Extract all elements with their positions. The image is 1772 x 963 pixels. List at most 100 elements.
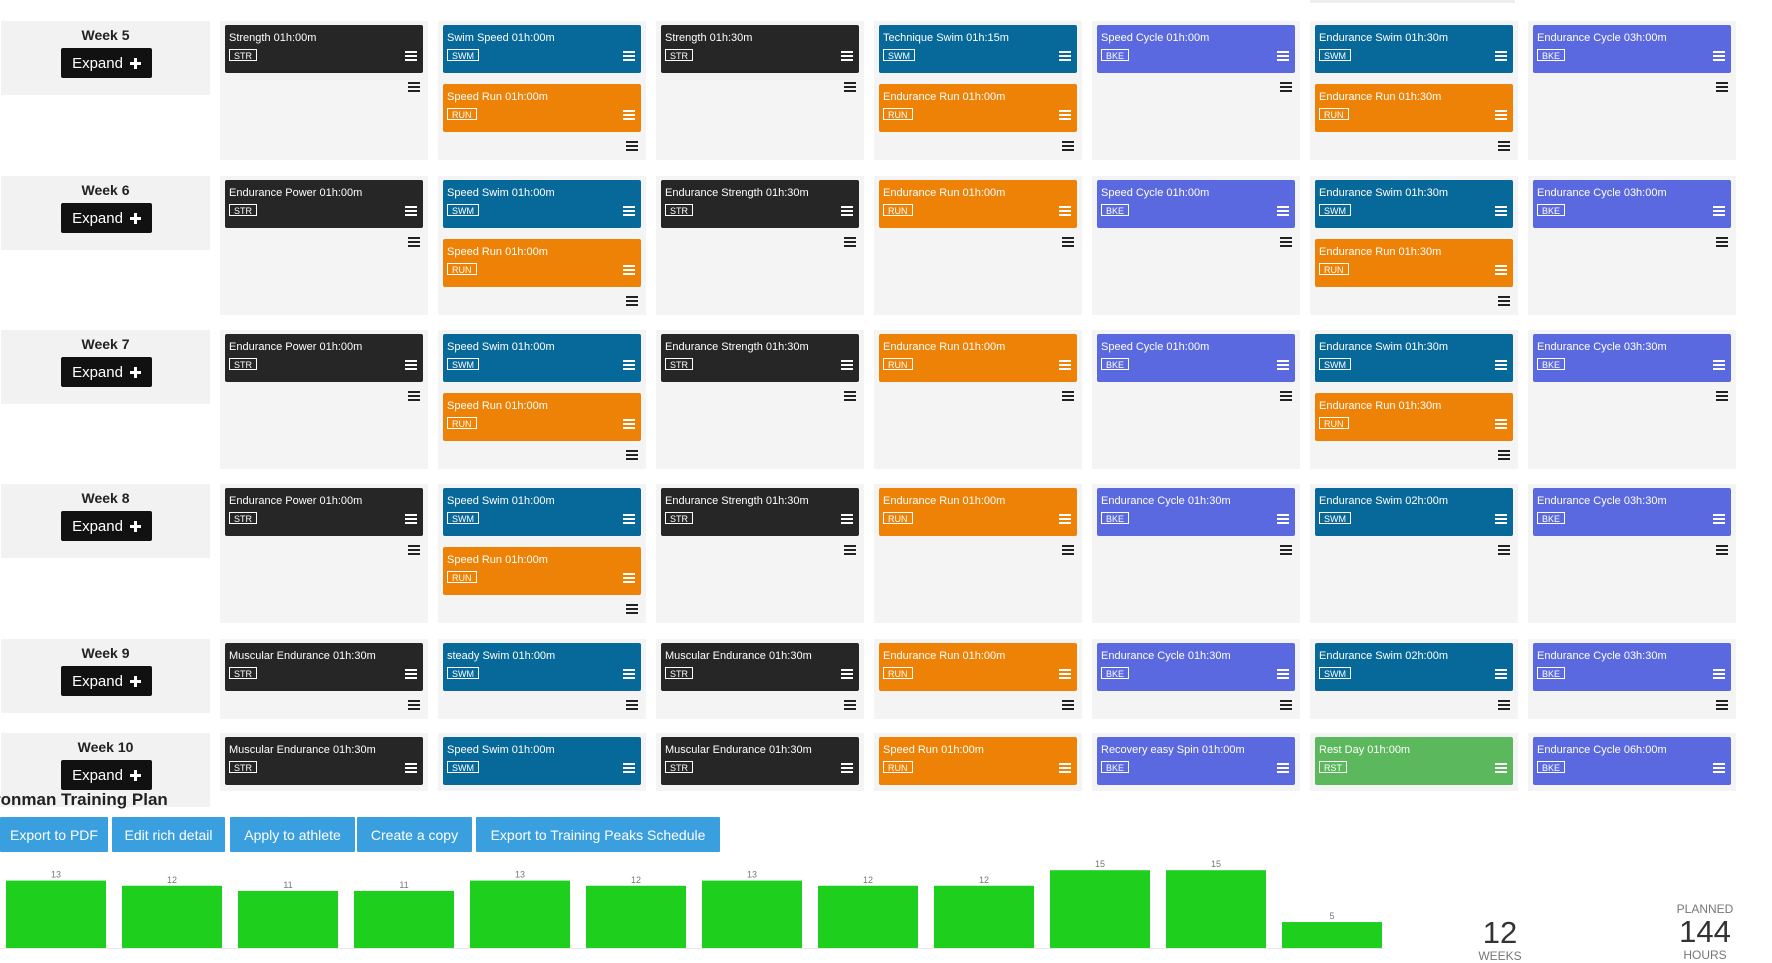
day-menu-icon[interactable] [1062, 391, 1074, 401]
day-menu-icon[interactable] [1716, 237, 1728, 247]
expand-button[interactable]: Expand [61, 357, 152, 387]
hamburger-menu-icon[interactable] [841, 514, 853, 524]
hamburger-menu-icon[interactable] [405, 763, 417, 773]
hamburger-menu-icon[interactable] [1059, 669, 1071, 679]
hamburger-menu-icon[interactable] [1713, 360, 1725, 370]
day-menu-icon[interactable] [626, 141, 638, 151]
hamburger-menu-icon[interactable] [1277, 763, 1289, 773]
hamburger-menu-icon[interactable] [1495, 514, 1507, 524]
hamburger-menu-icon[interactable] [841, 51, 853, 61]
day-menu-icon[interactable] [1062, 141, 1074, 151]
hamburger-menu-icon[interactable] [1495, 51, 1507, 61]
hamburger-menu-icon[interactable] [1059, 51, 1071, 61]
hamburger-menu-icon[interactable] [405, 360, 417, 370]
day-menu-icon[interactable] [1498, 700, 1510, 710]
expand-button[interactable]: Expand [61, 666, 152, 696]
day-menu-icon[interactable] [844, 237, 856, 247]
edit-rich-detail-button[interactable]: Edit rich detail [112, 817, 225, 852]
day-menu-icon[interactable] [1062, 545, 1074, 555]
export-pdf-button[interactable]: Export to PDF [0, 817, 108, 852]
day-menu-icon[interactable] [844, 545, 856, 555]
hamburger-menu-icon[interactable] [1713, 206, 1725, 216]
day-menu-icon[interactable] [844, 700, 856, 710]
day-menu-icon[interactable] [1716, 545, 1728, 555]
day-menu-icon[interactable] [408, 545, 420, 555]
hamburger-menu-icon[interactable] [1059, 360, 1071, 370]
hamburger-menu-icon[interactable] [1059, 763, 1071, 773]
day-menu-icon[interactable] [1498, 450, 1510, 460]
day-menu-icon[interactable] [408, 237, 420, 247]
day-menu-icon[interactable] [626, 450, 638, 460]
hamburger-menu-icon[interactable] [623, 206, 635, 216]
hamburger-menu-icon[interactable] [1277, 51, 1289, 61]
day-menu-icon[interactable] [626, 700, 638, 710]
day-menu-icon[interactable] [1716, 700, 1728, 710]
expand-button[interactable]: Expand [61, 48, 152, 78]
hamburger-menu-icon[interactable] [623, 573, 635, 583]
hamburger-menu-icon[interactable] [841, 360, 853, 370]
day-menu-icon[interactable] [1716, 82, 1728, 92]
expand-button[interactable]: Expand [61, 511, 152, 541]
create-copy-button[interactable]: Create a copy [357, 817, 472, 852]
hamburger-menu-icon[interactable] [1495, 265, 1507, 275]
export-training-peaks-button[interactable]: Export to Training Peaks Schedule [476, 817, 720, 852]
hamburger-menu-icon[interactable] [1059, 514, 1071, 524]
day-menu-icon[interactable] [626, 296, 638, 306]
day-menu-icon[interactable] [1062, 700, 1074, 710]
hamburger-menu-icon[interactable] [1495, 110, 1507, 120]
hamburger-menu-icon[interactable] [1059, 206, 1071, 216]
hamburger-menu-icon[interactable] [1495, 360, 1507, 370]
hamburger-menu-icon[interactable] [405, 206, 417, 216]
hamburger-menu-icon[interactable] [1713, 763, 1725, 773]
hamburger-menu-icon[interactable] [841, 206, 853, 216]
day-menu-icon[interactable] [408, 82, 420, 92]
hamburger-menu-icon[interactable] [405, 514, 417, 524]
hamburger-menu-icon[interactable] [1277, 669, 1289, 679]
hamburger-menu-icon[interactable] [623, 110, 635, 120]
expand-button[interactable]: Expand [61, 760, 152, 790]
hamburger-menu-icon[interactable] [1277, 360, 1289, 370]
day-menu-icon[interactable] [408, 700, 420, 710]
hamburger-menu-icon[interactable] [405, 669, 417, 679]
hamburger-menu-icon[interactable] [1059, 110, 1071, 120]
day-menu-icon[interactable] [1716, 391, 1728, 401]
day-menu-icon[interactable] [1280, 391, 1292, 401]
hamburger-menu-icon[interactable] [623, 265, 635, 275]
hamburger-menu-icon[interactable] [1495, 206, 1507, 216]
hamburger-menu-icon[interactable] [623, 669, 635, 679]
